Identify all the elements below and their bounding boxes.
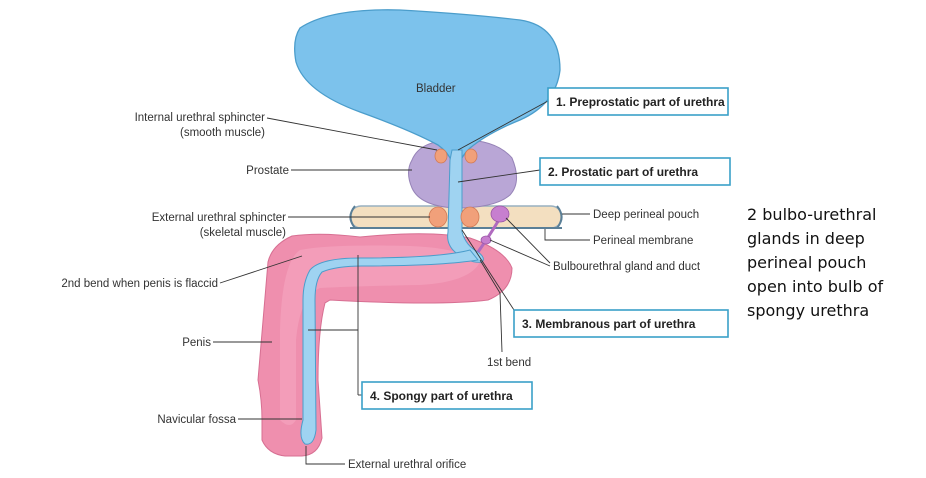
side-note-line: open into bulb of (747, 275, 925, 299)
label-external-orifice: External urethral orifice (348, 459, 466, 471)
label-internal-sphincter-2: (smooth muscle) (180, 127, 265, 139)
label-first-bend: 1st bend (487, 357, 531, 369)
side-note-line: spongy urethra (747, 299, 925, 323)
bulbourethral-gland-2 (481, 236, 491, 244)
label-bladder: Bladder (416, 83, 456, 95)
side-note-line: glands in deep (747, 227, 925, 251)
label-internal-sphincter-1: Internal urethral sphincter (135, 112, 266, 124)
part1-label: 1. Preprostatic part of urethra (556, 95, 725, 109)
side-note-line: 2 bulbo-urethral (747, 203, 925, 227)
side-note-line: perineal pouch (747, 251, 925, 275)
label-perineal-membrane: Perineal membrane (593, 235, 693, 247)
label-external-sphincter-2: (skeletal muscle) (200, 227, 286, 239)
label-navicular-fossa: Navicular fossa (157, 414, 236, 426)
label-prostate: Prostate (246, 165, 289, 177)
label-penis: Penis (182, 337, 211, 349)
part3-label: 3. Membranous part of urethra (522, 317, 696, 331)
label-deep-perineal-pouch: Deep perineal pouch (593, 209, 699, 221)
part4-label: 4. Spongy part of urethra (370, 389, 513, 403)
label-external-sphincter-1: External urethral sphincter (152, 212, 286, 224)
internal-sphincter-right (465, 149, 477, 163)
bulbourethral-gland (491, 206, 509, 222)
side-note: 2 bulbo-urethral glands in deep perineal… (747, 203, 925, 323)
label-bulbourethral: Bulbourethral gland and duct (553, 261, 701, 273)
external-sphincter-left (429, 207, 447, 227)
part2-label: 2. Prostatic part of urethra (548, 165, 698, 179)
external-sphincter-right (461, 207, 479, 227)
internal-sphincter-left (435, 149, 447, 163)
leader-perineal-membrane (545, 229, 590, 240)
label-second-bend: 2nd bend when penis is flaccid (61, 278, 218, 290)
